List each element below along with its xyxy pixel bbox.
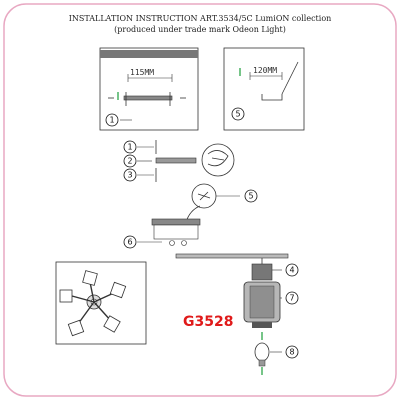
step-6-badge	[123, 235, 137, 249]
step-2-badge	[123, 154, 137, 168]
shade-square	[109, 281, 127, 299]
shade-square	[67, 319, 85, 337]
bulb-assembly: 8	[254, 332, 299, 375]
header-title: INSTALLATION INSTRUCTION ART.3534/5C Lum…	[68, 14, 332, 23]
step-4-badge	[285, 263, 299, 277]
svg-text:6: 6	[127, 238, 132, 247]
detail-box-mounting: 1	[99, 47, 199, 131]
svg-text:1: 1	[109, 116, 114, 125]
svg-text:1: 1	[127, 143, 132, 152]
dimension-115: 115MM	[130, 68, 155, 77]
svg-text:5: 5	[235, 110, 240, 119]
mounting-bar	[123, 95, 173, 101]
product-code: G3528	[183, 314, 234, 330]
step-5-badge	[244, 189, 258, 203]
shade-square	[82, 270, 98, 286]
svg-text:3: 3	[127, 171, 132, 180]
shade-square	[59, 289, 73, 303]
wire-coil	[201, 143, 235, 177]
step-1-badge	[123, 140, 137, 154]
screw-cap	[169, 240, 175, 246]
lamp-head: 4 7	[243, 263, 299, 328]
svg-text:5: 5	[248, 192, 253, 201]
detail-box-bracket: 5	[223, 47, 305, 131]
mounting-plate	[155, 157, 197, 164]
ceiling-section	[100, 50, 198, 58]
shade-square	[103, 315, 121, 333]
bulb	[254, 342, 270, 362]
step-5-badge	[231, 107, 245, 121]
lamp-arm	[175, 253, 289, 264]
canopy	[151, 218, 201, 226]
dimension-120: 120MM	[253, 66, 278, 75]
svg-text:2: 2	[127, 157, 132, 166]
screw-cap	[181, 240, 187, 246]
header-subtitle: (produced under trade mark Odeon Light)	[114, 25, 286, 34]
page-frame	[3, 3, 397, 397]
svg-text:4: 4	[289, 266, 294, 275]
step-3-badge	[123, 168, 137, 182]
shade-rim	[252, 322, 272, 328]
svg-text:7: 7	[289, 294, 294, 303]
assembly-top: 1 2 3 5	[123, 140, 258, 249]
socket-ring	[251, 263, 273, 281]
svg-text:8: 8	[289, 348, 294, 357]
bracket	[261, 94, 283, 101]
step-7-badge	[285, 291, 299, 305]
step-1-badge	[105, 113, 119, 127]
step-8-badge	[285, 345, 299, 359]
top-view-box	[55, 261, 147, 345]
